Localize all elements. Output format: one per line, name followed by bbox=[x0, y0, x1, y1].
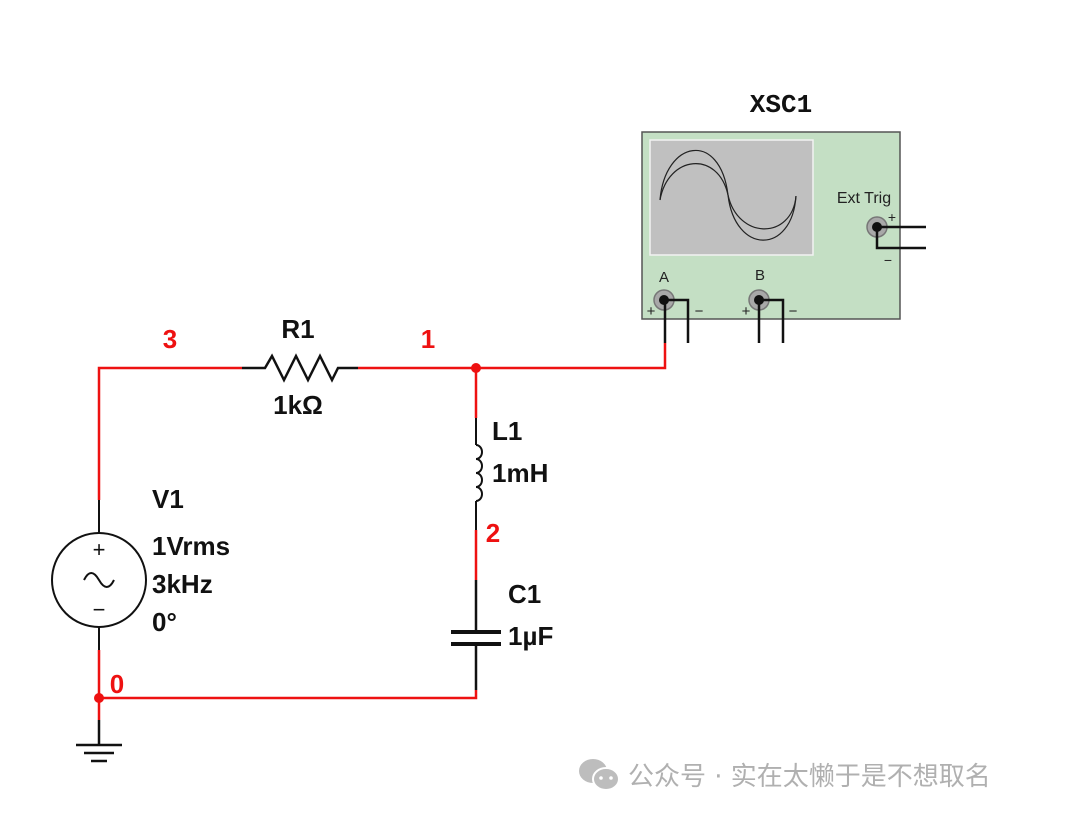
ac-source-v1[interactable] bbox=[51, 500, 147, 650]
v1-frequency-label: 3kHz bbox=[152, 569, 213, 599]
watermark-text: 公众号 · 实在太懒于是不想取名 bbox=[628, 762, 991, 792]
channel-a-terminal[interactable] bbox=[653, 289, 690, 343]
ext-trig-label: Ext Trig bbox=[837, 190, 891, 207]
v1-phase-label: 0° bbox=[152, 607, 177, 637]
channel-b-label: B bbox=[755, 267, 765, 284]
wechat-icon bbox=[579, 758, 620, 791]
r1-value-label: 1kΩ bbox=[273, 390, 323, 420]
sine-icon bbox=[83, 572, 115, 588]
net-label-0: 0 bbox=[110, 669, 124, 699]
ext-trig-terminal[interactable] bbox=[866, 216, 926, 250]
channel-b-minus: − bbox=[789, 303, 798, 320]
junction-node-0 bbox=[94, 693, 104, 703]
wire-net-1[interactable] bbox=[358, 343, 667, 370]
ground-icon bbox=[76, 720, 122, 763]
r1-ref-label: R1 bbox=[281, 314, 314, 344]
net-label-1: 1 bbox=[421, 324, 435, 354]
v1-minus-symbol: − bbox=[93, 597, 106, 622]
waveform-traces bbox=[659, 150, 797, 241]
v1-amplitude-label: 1Vrms bbox=[152, 531, 230, 561]
channel-a-label: A bbox=[659, 269, 669, 286]
net-label-3: 3 bbox=[163, 324, 177, 354]
v1-ref-label: V1 bbox=[152, 484, 184, 514]
wire-net-0[interactable] bbox=[97, 650, 478, 700]
capacitor-c1[interactable] bbox=[451, 580, 501, 690]
channel-b-plus: + bbox=[742, 303, 751, 320]
inductor-l1[interactable] bbox=[475, 418, 483, 530]
ext-trig-plus: + bbox=[888, 209, 896, 225]
oscilloscope-ref-label: XSC1 bbox=[750, 90, 812, 120]
l1-ref-label: L1 bbox=[492, 416, 522, 446]
ext-trig-minus: − bbox=[884, 252, 892, 268]
channel-a-plus: + bbox=[647, 303, 656, 320]
c1-ref-label: C1 bbox=[508, 579, 541, 609]
watermark: 公众号 · 实在太懒于是不想取名 bbox=[578, 756, 991, 793]
l1-value-label: 1mH bbox=[492, 458, 548, 488]
junction-node-1 bbox=[471, 363, 481, 373]
resistor-r1[interactable] bbox=[242, 353, 358, 383]
v1-plus-symbol: + bbox=[93, 537, 106, 562]
channel-a-minus: − bbox=[695, 303, 704, 320]
oscilloscope-xsc1[interactable] bbox=[641, 131, 901, 320]
channel-b-terminal[interactable] bbox=[748, 289, 785, 343]
c1-value-label: 1µF bbox=[508, 621, 553, 651]
wire-net-3[interactable] bbox=[97, 366, 242, 500]
oscilloscope-screen bbox=[649, 139, 814, 256]
net-label-2: 2 bbox=[486, 518, 500, 548]
